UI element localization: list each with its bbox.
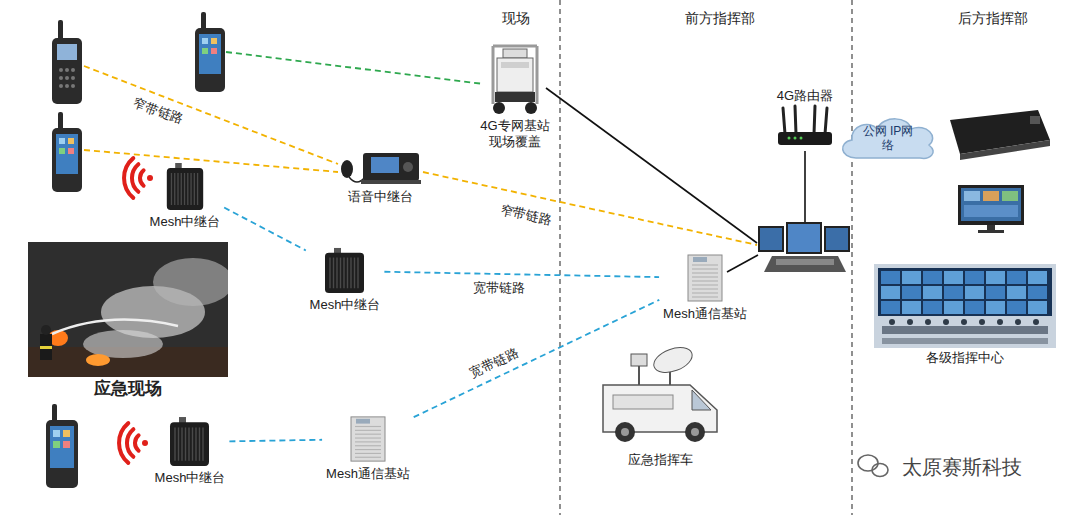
link-label: 宽带链路 (473, 280, 525, 297)
radio-waves (124, 158, 144, 198)
link-label: 窄带链路 (131, 95, 185, 127)
network-cloud: 公网 IP网络 (836, 113, 940, 161)
handset (52, 20, 82, 104)
node-label: Mesh通信基站 (663, 306, 747, 322)
mesh-base-station: Mesh通信基站 (661, 250, 749, 324)
narrowband-link (226, 52, 484, 84)
mesh-relay: Mesh中继台 (153, 414, 228, 488)
narrowband-link (423, 172, 757, 245)
radio-waves (119, 423, 139, 463)
monitor (958, 185, 1024, 233)
command-vehicle-icon (595, 340, 725, 450)
base-station-icon (485, 44, 545, 116)
narrowband-link (84, 150, 338, 172)
handset (46, 404, 78, 488)
command-console (758, 222, 850, 272)
wired-link (727, 255, 758, 272)
radio-waves (147, 175, 153, 181)
command-center: 各级指挥中心 (872, 262, 1058, 368)
link-label: 宽带链路 (467, 345, 521, 381)
radio-waves (142, 440, 148, 446)
command-vehicle: 应急指挥车 (593, 338, 727, 470)
wired-link (804, 151, 806, 224)
mesh-base-station-icon (347, 414, 389, 464)
region-heading: 后方指挥部 (958, 10, 1028, 27)
handset (52, 112, 82, 192)
scene-photo-icon (28, 242, 228, 377)
voice-relay: 语音中继台 (337, 143, 423, 207)
scene-photo: 应急现场 (26, 240, 230, 401)
node-label: Mesh通信基站 (326, 466, 410, 482)
region-divider (559, 0, 560, 515)
router-icon (775, 104, 835, 149)
region-divider (851, 0, 852, 515)
broadband-link (224, 208, 306, 251)
node-label: 应急现场 (94, 379, 162, 399)
handset (195, 12, 225, 92)
broadband-link (229, 440, 322, 442)
node-label: 各级指挥中心 (926, 350, 1004, 366)
node-label: Mesh中继台 (155, 470, 226, 486)
command-center-icon (874, 264, 1056, 348)
wired-link (546, 88, 757, 243)
node-label: 4G专网基站 现场覆盖 (475, 118, 555, 149)
base-station: 4G专网基站 现场覆盖 (473, 42, 557, 151)
watermark: 太原赛斯科技 (902, 455, 1022, 479)
mesh-relay-icon (322, 247, 367, 295)
node-label: 应急指挥车 (628, 452, 693, 468)
broadband-link (384, 272, 659, 277)
mesh-relay: Mesh中继台 (148, 160, 223, 232)
node-label: Mesh中继台 (150, 214, 221, 230)
mesh-base-station: Mesh通信基站 (324, 412, 412, 484)
node-label: 公网 IP网络 (862, 124, 914, 153)
mesh-relay-icon (164, 162, 206, 212)
link-label: 窄带链路 (499, 202, 553, 228)
watermark-logo (858, 455, 888, 477)
node-label: 4G路由器 (777, 88, 833, 104)
mesh-relay: Mesh中继台 (308, 245, 383, 315)
rugged-laptop (950, 110, 1050, 160)
region-heading: 现场 (502, 10, 530, 27)
node-label: 语音中继台 (348, 189, 413, 205)
node-label: Mesh中继台 (310, 297, 381, 313)
voice-relay-icon (339, 145, 421, 187)
mesh-base-station-icon (684, 252, 726, 304)
router: 4G路由器 (773, 86, 837, 151)
mesh-relay-icon (167, 416, 212, 468)
region-heading: 前方指挥部 (685, 10, 755, 27)
